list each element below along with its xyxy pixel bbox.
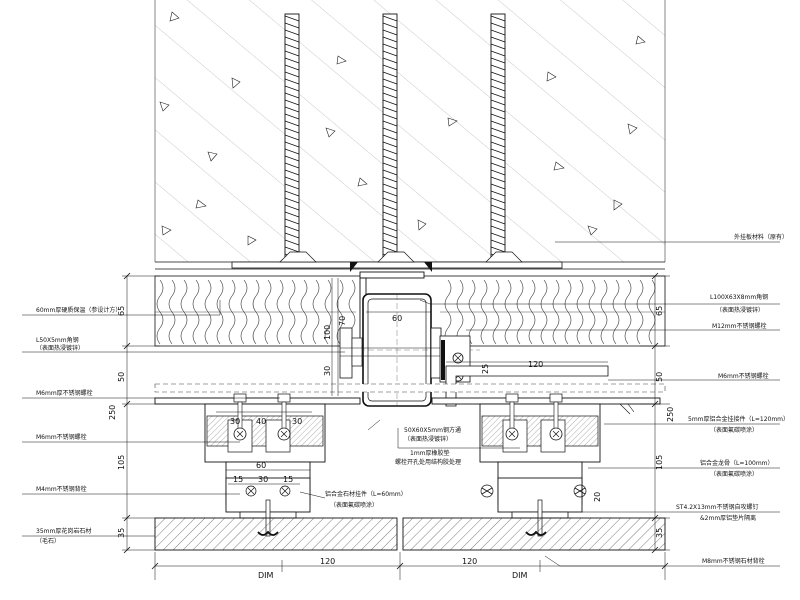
dim-30-b: 30 — [292, 417, 302, 426]
dim-120-right: 120 — [462, 557, 477, 566]
label-angle-l50-sub: （表面热浸镀锌） — [36, 344, 84, 352]
label-aluminum-plate: 5mm厚铝合金挂接件（L=120mm） — [688, 415, 789, 423]
rebar-anchors — [284, 13, 506, 263]
dim-70: 70 — [338, 316, 347, 326]
label-steel-tube-sub: （表面热浸镀锌） — [404, 435, 452, 443]
stone-clip-right — [480, 477, 587, 537]
dim-100: 100 — [323, 325, 332, 340]
label-bolt-m6-left: M6mm厚不锈钢螺栓 — [36, 389, 93, 397]
dim-15-b: 15 — [283, 475, 293, 484]
label-bolt-m12: M12mm不锈钢螺栓 — [712, 322, 767, 330]
dim-30-clip: 30 — [258, 475, 268, 484]
label-aluminum-profile-sub: （表面氟碳喷涂） — [710, 470, 758, 478]
label-angle-l50: L50X5mm角钢 — [36, 336, 79, 344]
label-steel-angle-top-sub: （表面热浸镀锌） — [716, 306, 764, 314]
embedded-plate-top — [231, 251, 563, 272]
dim-25: 25 — [481, 364, 490, 374]
dim-250-left: 250 — [108, 405, 117, 420]
dim-120-left: 120 — [320, 557, 335, 566]
label-aluminum-plate-sub: （表面氟碳喷涂） — [710, 426, 758, 434]
dimension-values: 65 50 250 105 35 65 50 250 105 35 100 70… — [108, 306, 675, 580]
dim-60-tube: 60 — [392, 314, 402, 323]
dim-35-right: 35 — [655, 528, 664, 538]
label-rubber-pad-sub: 螺栓开孔处用结构胶处理 — [395, 458, 461, 466]
dim-label-left: DIM — [258, 571, 274, 580]
dim-65-right: 65 — [655, 306, 664, 316]
label-screw-st-sub: &2mm厚铝垫片隔离 — [700, 514, 756, 522]
label-aluminum-clip: 铝合金石材挂件（L=60mm） — [325, 490, 407, 498]
insulation-pattern — [155, 279, 665, 345]
dim-50-left: 50 — [117, 372, 126, 382]
stone-slabs — [154, 517, 666, 551]
m6-bolt-4 — [549, 393, 563, 441]
label-bolt-m4: M4mm不锈钢背栓 — [36, 485, 87, 493]
dim-30-mid: 30 — [323, 366, 332, 376]
label-rubber-pad: 1mm厚橡胶垫 — [410, 449, 450, 457]
dim-40: 40 — [256, 417, 266, 426]
dim-105-left: 105 — [117, 455, 126, 470]
dim-35-left: 35 — [117, 528, 126, 538]
label-steel-angle-top: L100X63X8mm角钢 — [710, 293, 768, 301]
m6-bolt-3 — [505, 393, 519, 441]
dim-50-right: 50 — [655, 372, 664, 382]
dim-120-angle: 120 — [528, 360, 543, 369]
label-aluminum-clip-sub: （表面氟碳喷涂） — [330, 501, 378, 509]
label-wall-insulation: 外挂板材料（原有） — [734, 233, 788, 241]
label-bolt-m8: M8mm不锈钢石材背栓 — [702, 557, 765, 565]
dim-105-right: 105 — [655, 455, 664, 470]
label-stone-35-sub: （毛石） — [36, 537, 60, 545]
label-aluminum-profile: 铝合金龙骨（L=100mm） — [700, 459, 774, 467]
leader-lines — [22, 241, 780, 567]
angle-l50 — [445, 365, 609, 407]
label-steel-tube: 50X60X5mm钢方通 — [404, 426, 461, 434]
dim-60-clip: 60 — [256, 461, 266, 470]
rebar-3 — [490, 13, 506, 263]
m6-bolt-2 — [277, 393, 291, 441]
dim-250-right: 250 — [666, 407, 675, 422]
label-bolt-m6-right: M6mm不锈钢螺栓 — [718, 372, 769, 380]
rebar-1 — [284, 13, 300, 263]
aggregate-triangles — [159, 11, 646, 246]
annotations: 外挂板材料（原有） 60mm厚硬质保温（参设计方） L100X63X8mm角钢 … — [36, 233, 789, 565]
dim-65-left: 65 — [117, 306, 126, 316]
rebar-2 — [382, 13, 398, 263]
dim-label-right: DIM — [512, 571, 528, 580]
dimension-ticks — [123, 272, 669, 570]
label-stone-35: 35mm厚花岗岩石材 — [36, 527, 91, 535]
dim-30-a: 30 — [230, 417, 240, 426]
concrete-wall — [154, 0, 666, 263]
label-screw-st: ST4.2X13mm不锈钢自攻螺钉 — [676, 503, 758, 511]
dim-20: 20 — [593, 492, 602, 502]
label-insulation-60: 60mm厚硬质保温（参设计方） — [36, 306, 121, 314]
label-bolt-m6-mid: M6mm不锈钢螺栓 — [36, 433, 87, 441]
dim-15-a: 15 — [233, 475, 243, 484]
